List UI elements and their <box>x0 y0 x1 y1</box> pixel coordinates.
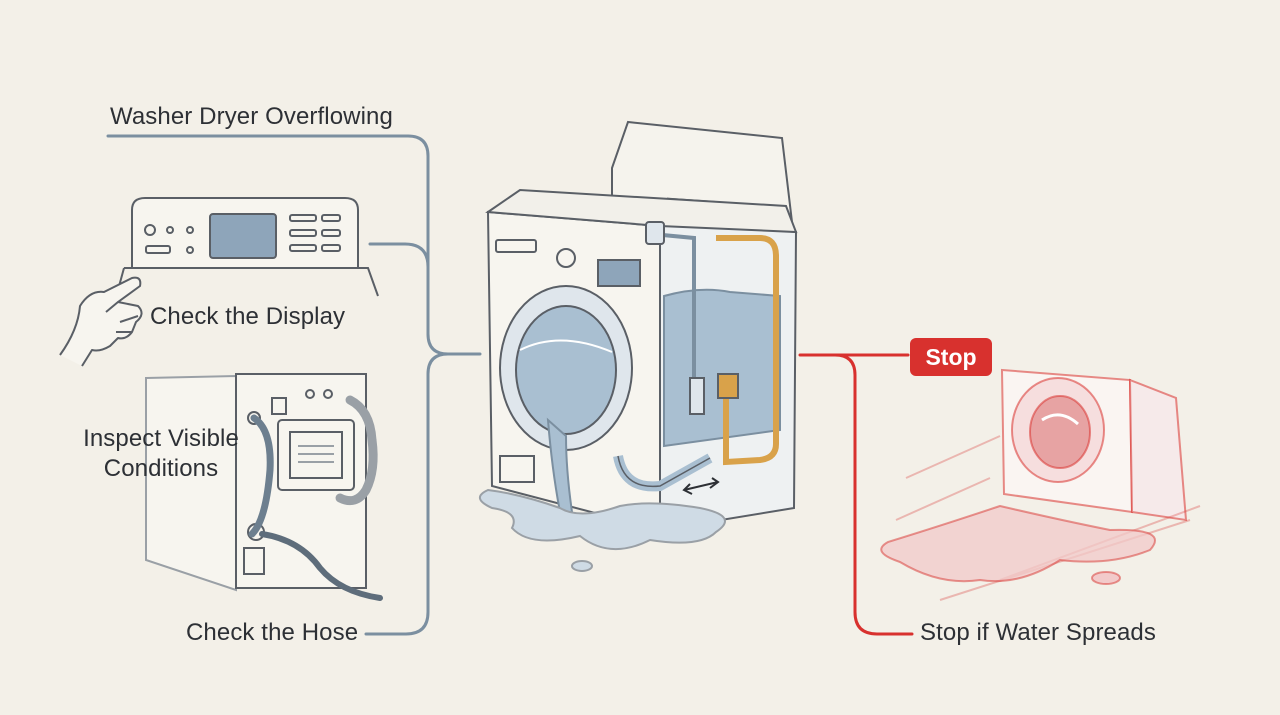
warning-connector <box>798 353 914 636</box>
step-inspect-conditions: Inspect Visible Conditions <box>66 424 256 484</box>
step-check-display: Check the Display <box>150 303 346 330</box>
red-washer-icon <box>880 368 1201 601</box>
step-inspect-line1: Inspect Visible <box>83 425 239 452</box>
control-panel-icon <box>117 197 379 297</box>
washer-cutaway-icon <box>479 120 798 572</box>
stop-badge: Stop <box>910 338 992 376</box>
step-check-hose: Check the Hose <box>186 619 359 646</box>
diagram-title: Washer Dryer Overflowing <box>110 103 393 130</box>
connector-lines <box>106 134 482 636</box>
warning-stop-if-water-spreads: Stop if Water Spreads <box>920 619 1156 646</box>
step-inspect-line2: Conditions <box>103 455 219 482</box>
washer-back-icon <box>145 373 383 601</box>
hand-pointer-icon <box>59 276 143 367</box>
